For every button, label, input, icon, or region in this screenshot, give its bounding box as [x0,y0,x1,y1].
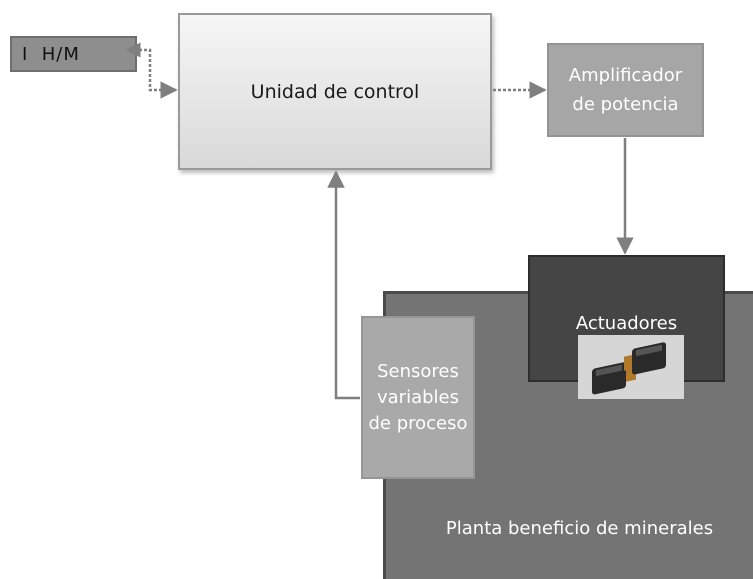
actuators-label: Actuadores [575,313,678,334]
sensors-label: Sensores variables de proceso [368,360,468,434]
hmi-control-connector [125,42,178,99]
plant-label: Planta beneficio de minerales [445,518,714,539]
hmi-label: I H/M [22,43,80,65]
motor-icon [592,342,666,395]
power-amplifier-box: Amplificador de potencia [547,43,704,137]
sensors-control-feedback-arrow [327,170,360,400]
hmi-box: I H/M [10,36,137,72]
sensors-box: Sensores variables de proceso [361,316,475,479]
control-unit-label: Unidad de control [250,80,420,103]
power-amplifier-label: Amplificador de potencia [568,65,683,115]
actuator-motors-image [578,335,684,399]
control-unit-box: Unidad de control [178,13,492,170]
